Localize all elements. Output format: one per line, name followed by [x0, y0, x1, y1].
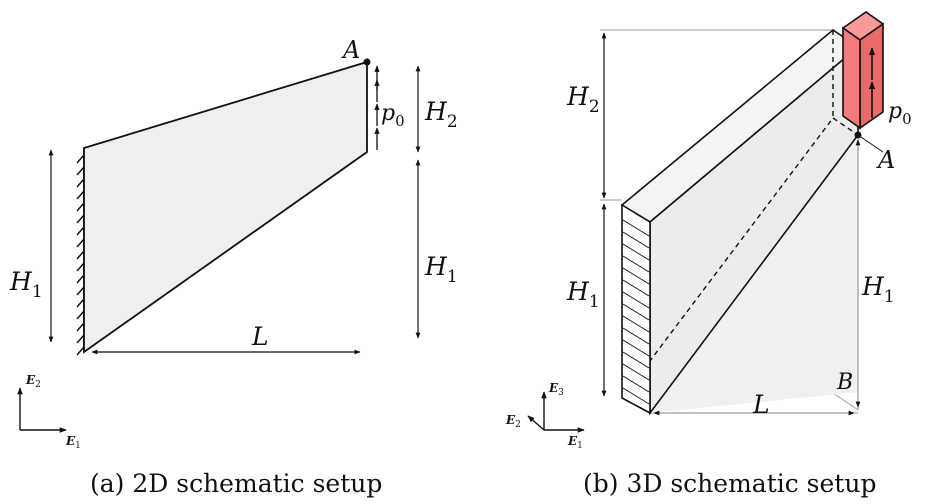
point-a-label-3d: A — [876, 146, 895, 174]
point-a-marker — [363, 58, 371, 66]
load-label-2d: p0 — [381, 101, 405, 130]
axis-e2-label-3d: E2 — [505, 413, 521, 430]
width-label-3d: B — [836, 370, 853, 395]
h1-left-label-2d: H1 — [9, 267, 43, 302]
h1-left-label-3d: H1 — [566, 277, 600, 312]
h2-label-2d: H2 — [424, 97, 458, 132]
point-a-label: A — [341, 36, 360, 64]
caption-3d: (b) 3D schematic setup — [583, 469, 876, 498]
axis-e1-label-2d: E1 — [65, 434, 81, 451]
axis-e2-label-2d: E2 — [25, 373, 41, 390]
axis-e1-label-3d: E1 — [567, 434, 583, 451]
point-a-leader-3d — [857, 134, 884, 153]
h2-label-3d: H2 — [566, 82, 600, 117]
beam-3d-clamped-face — [621, 203, 651, 415]
load-label-3d: p0 — [888, 99, 912, 128]
h1-right-label-3d: H1 — [861, 272, 895, 307]
axes-2d — [17, 387, 67, 433]
caption-2d: (a) 2D schematic setup — [90, 469, 382, 498]
length-label-3d: L — [752, 390, 770, 419]
panel-2d: A p0 H2 H1 H1 L E2 E1 (a) 2D schematic s… — [9, 36, 458, 498]
fixed-support-hatching — [76, 148, 85, 356]
length-label-2d: L — [251, 322, 269, 351]
axis-e3-label-3d: E3 — [548, 381, 564, 398]
axes-3d — [527, 391, 585, 433]
traction-block-3d — [841, 11, 885, 130]
beam-2d-body — [83, 60, 368, 354]
panel-3d: A p0 H2 H1 H1 L B E3 — [505, 11, 912, 498]
h1-right-label-2d: H1 — [424, 252, 458, 287]
beam-3d-hidden-edges — [621, 30, 859, 399]
